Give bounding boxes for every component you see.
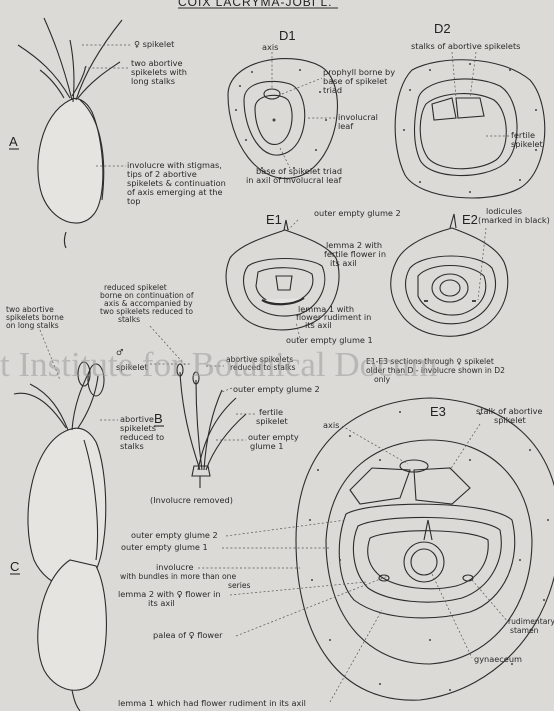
figure-d1-label: D1 — [279, 28, 296, 43]
figure-e2-label: E2 — [462, 212, 478, 227]
label-outer-empty-glume-1-e1: outer empty glume 1 — [286, 335, 373, 345]
svg-text:glume 1: glume 1 — [250, 441, 284, 451]
label-involucre-e3: involucre — [156, 562, 194, 572]
figure-e1-label: E1 — [266, 212, 282, 227]
figure-a-label: A — [9, 134, 18, 149]
svg-text:spikelet: spikelet — [256, 416, 289, 426]
svg-text:top: top — [127, 196, 140, 206]
svg-text:stamen: stamen — [510, 626, 539, 635]
svg-text:its axil: its axil — [148, 598, 175, 608]
svg-text:triad: triad — [323, 85, 342, 95]
figure-d1-section — [228, 59, 337, 179]
svg-text:on long stalks: on long stalks — [6, 321, 59, 330]
label-abortive-stalks-d2: stalks of abortive spikelets — [411, 41, 520, 51]
label-palea: palea of ♀ flower — [153, 630, 223, 640]
watermark: t Institute for Botanical Docum — [0, 345, 437, 384]
figure-c-drawing — [14, 362, 106, 711]
label-pistillate-spikelet: ♀ spikelet — [134, 39, 175, 49]
svg-text:stalks: stalks — [118, 315, 140, 324]
svg-text:series: series — [228, 581, 251, 590]
label-involucre-removed: (Involucre removed) — [150, 495, 233, 505]
svg-text:in axil of involucral leaf: in axil of involucral leaf — [246, 175, 342, 185]
svg-text:leaf: leaf — [338, 121, 354, 131]
figure-a-drawing — [18, 18, 122, 248]
label-lemma-1-e3: lemma 1 which had flower rudiment in its… — [118, 698, 306, 708]
figure-e2-section — [391, 214, 508, 336]
svg-text:long stalks: long stalks — [131, 76, 175, 86]
figure-e3-label: E3 — [430, 404, 446, 419]
label-axis-e3: axis — [323, 420, 339, 430]
svg-text:spikelet: spikelet — [494, 415, 527, 425]
label-outer-empty-glume-2-e1: outer empty glume 2 — [314, 208, 401, 218]
svg-text:two spikelets reduced to: two spikelets reduced to — [100, 307, 193, 316]
label-outer-empty-glume-2-b: outer empty glume 2 — [233, 384, 320, 394]
figure-c-label: C — [10, 559, 19, 574]
label-outer-empty-glume-1-e3: outer empty glume 1 — [121, 542, 208, 552]
svg-text:(marked in black): (marked in black) — [478, 215, 550, 225]
figure-d2-section — [395, 60, 545, 198]
figure-d2-label: D2 — [434, 21, 451, 36]
svg-text:of axis emerging at the: of axis emerging at the — [127, 187, 223, 197]
svg-text:with bundles in more than one: with bundles in more than one — [120, 572, 236, 581]
svg-text:its axil: its axil — [305, 320, 332, 330]
svg-text:stalks: stalks — [120, 441, 144, 451]
label-axis-d1: axis — [262, 42, 278, 52]
label-gynaeceum: gynaeceum — [474, 654, 522, 664]
svg-text:spikelet: spikelet — [511, 139, 544, 149]
label-outer-empty-glume-2-e3: outer empty glume 2 — [131, 530, 218, 540]
label-rudimentary-stamen: rudimentary — [508, 617, 554, 626]
svg-text:its axil: its axil — [330, 258, 357, 268]
